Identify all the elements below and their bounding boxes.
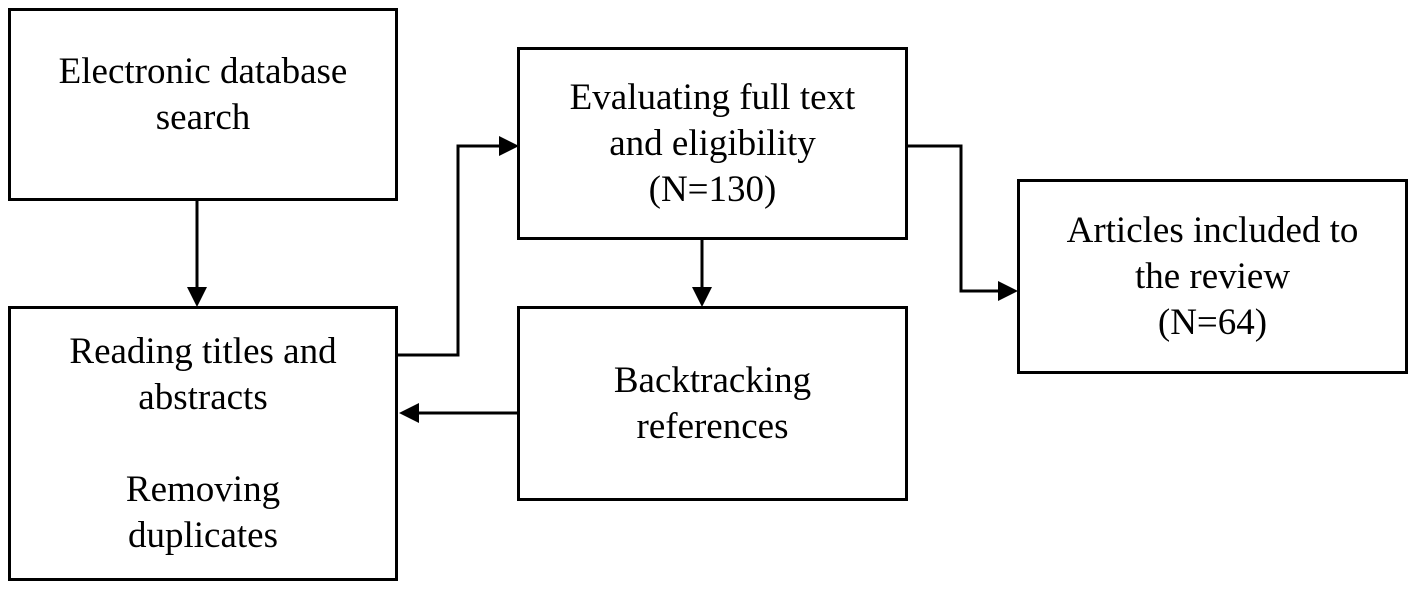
node-label-line: and eligibility xyxy=(609,122,816,164)
node-label-line: search xyxy=(155,96,251,138)
arrowhead-backtracking-to-reading xyxy=(399,403,419,423)
node-label-line: (N=64) xyxy=(1157,301,1268,343)
arrowhead-reading-to-evaluating xyxy=(499,136,519,156)
arrowhead-evaluating-to-backtracking xyxy=(692,287,712,307)
arrow-evaluating-to-included xyxy=(906,144,999,293)
node-reading-titles-abstracts: Reading titles and abstracts Removing du… xyxy=(8,306,398,581)
node-backtracking-references: Backtracking references xyxy=(517,306,908,501)
node-label-line: Backtracking xyxy=(613,359,812,401)
node-label-line: Reading titles and xyxy=(69,330,337,372)
node-electronic-database-search: Electronic database search xyxy=(8,8,398,201)
node-articles-included: Articles included to the review (N=64) xyxy=(1017,179,1408,374)
node-label-line: abstracts xyxy=(138,376,268,418)
arrowhead-search-to-reading xyxy=(187,287,207,307)
node-label-line: (N=130) xyxy=(648,168,777,210)
node-label-line: Evaluating full text xyxy=(569,76,856,118)
node-label-line: duplicates xyxy=(127,514,278,556)
node-label-line: Electronic database xyxy=(58,50,348,92)
node-label-line: the review xyxy=(1134,255,1291,297)
node-label-line: Removing xyxy=(125,468,281,510)
arrowhead-evaluating-to-included xyxy=(998,281,1018,301)
node-evaluating-full-text: Evaluating full text and eligibility (N=… xyxy=(517,47,908,240)
node-label-line: Articles included to xyxy=(1066,209,1359,251)
node-label-line: references xyxy=(636,405,789,447)
arrow-reading-to-evaluating xyxy=(397,144,500,357)
